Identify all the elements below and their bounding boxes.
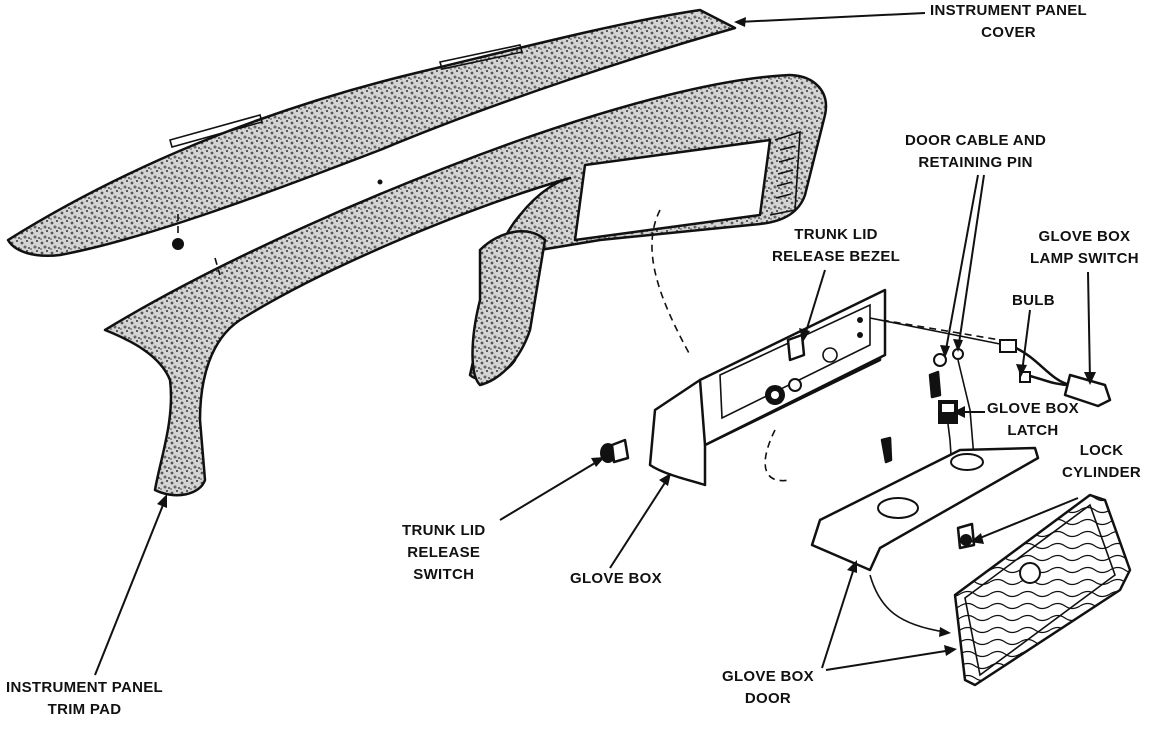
label-door-cable-and-retaining-pin: DOOR CABLE AND RETAINING PIN <box>905 132 1047 171</box>
label-lock-cylinder: LOCK CYLINDER <box>1062 442 1142 481</box>
leader-lines <box>94 12 1096 676</box>
trunk-lid-release-bezel <box>786 333 806 362</box>
label-glove-box-lamp-switch: GLOVE BOX LAMP SWITCH <box>1030 228 1139 267</box>
label-glove-box: GLOVE BOX <box>570 570 662 587</box>
alignment-line-cover <box>177 214 221 276</box>
label-trunk-lid-release-bezel: TRUNK LID RELEASE BEZEL <box>772 226 901 265</box>
instrument-panel-cover <box>6 8 737 257</box>
glove-box-door-inner <box>810 436 1040 572</box>
glove-box <box>648 288 887 487</box>
label-bulb: BULB <box>1012 292 1055 309</box>
label-glove-box-latch: GLOVE BOX LATCH <box>987 400 1079 439</box>
label-instrument-panel-trim-pad: INSTRUMENT PANEL TRIM PAD <box>6 679 164 718</box>
alignment-line-bulb <box>869 317 1001 341</box>
label-trunk-lid-release-switch: TRUNK LID RELEASE SWITCH <box>402 522 486 583</box>
label-instrument-panel-cover: INSTRUMENT PANEL COVER <box>930 2 1088 41</box>
door-cable-and-retaining-pin <box>928 348 976 471</box>
lock-cylinder <box>956 522 976 550</box>
instrument-panel-trim-pad <box>103 73 828 497</box>
alignment-line-glovebox <box>651 209 691 356</box>
trunk-lid-release-switch <box>600 438 630 464</box>
glove-box-door-outer <box>953 493 1132 687</box>
alignment-line-bezel <box>764 429 791 482</box>
label-glove-box-door: GLOVE BOX DOOR <box>722 668 814 707</box>
lamp-switch-harness <box>869 317 1112 408</box>
